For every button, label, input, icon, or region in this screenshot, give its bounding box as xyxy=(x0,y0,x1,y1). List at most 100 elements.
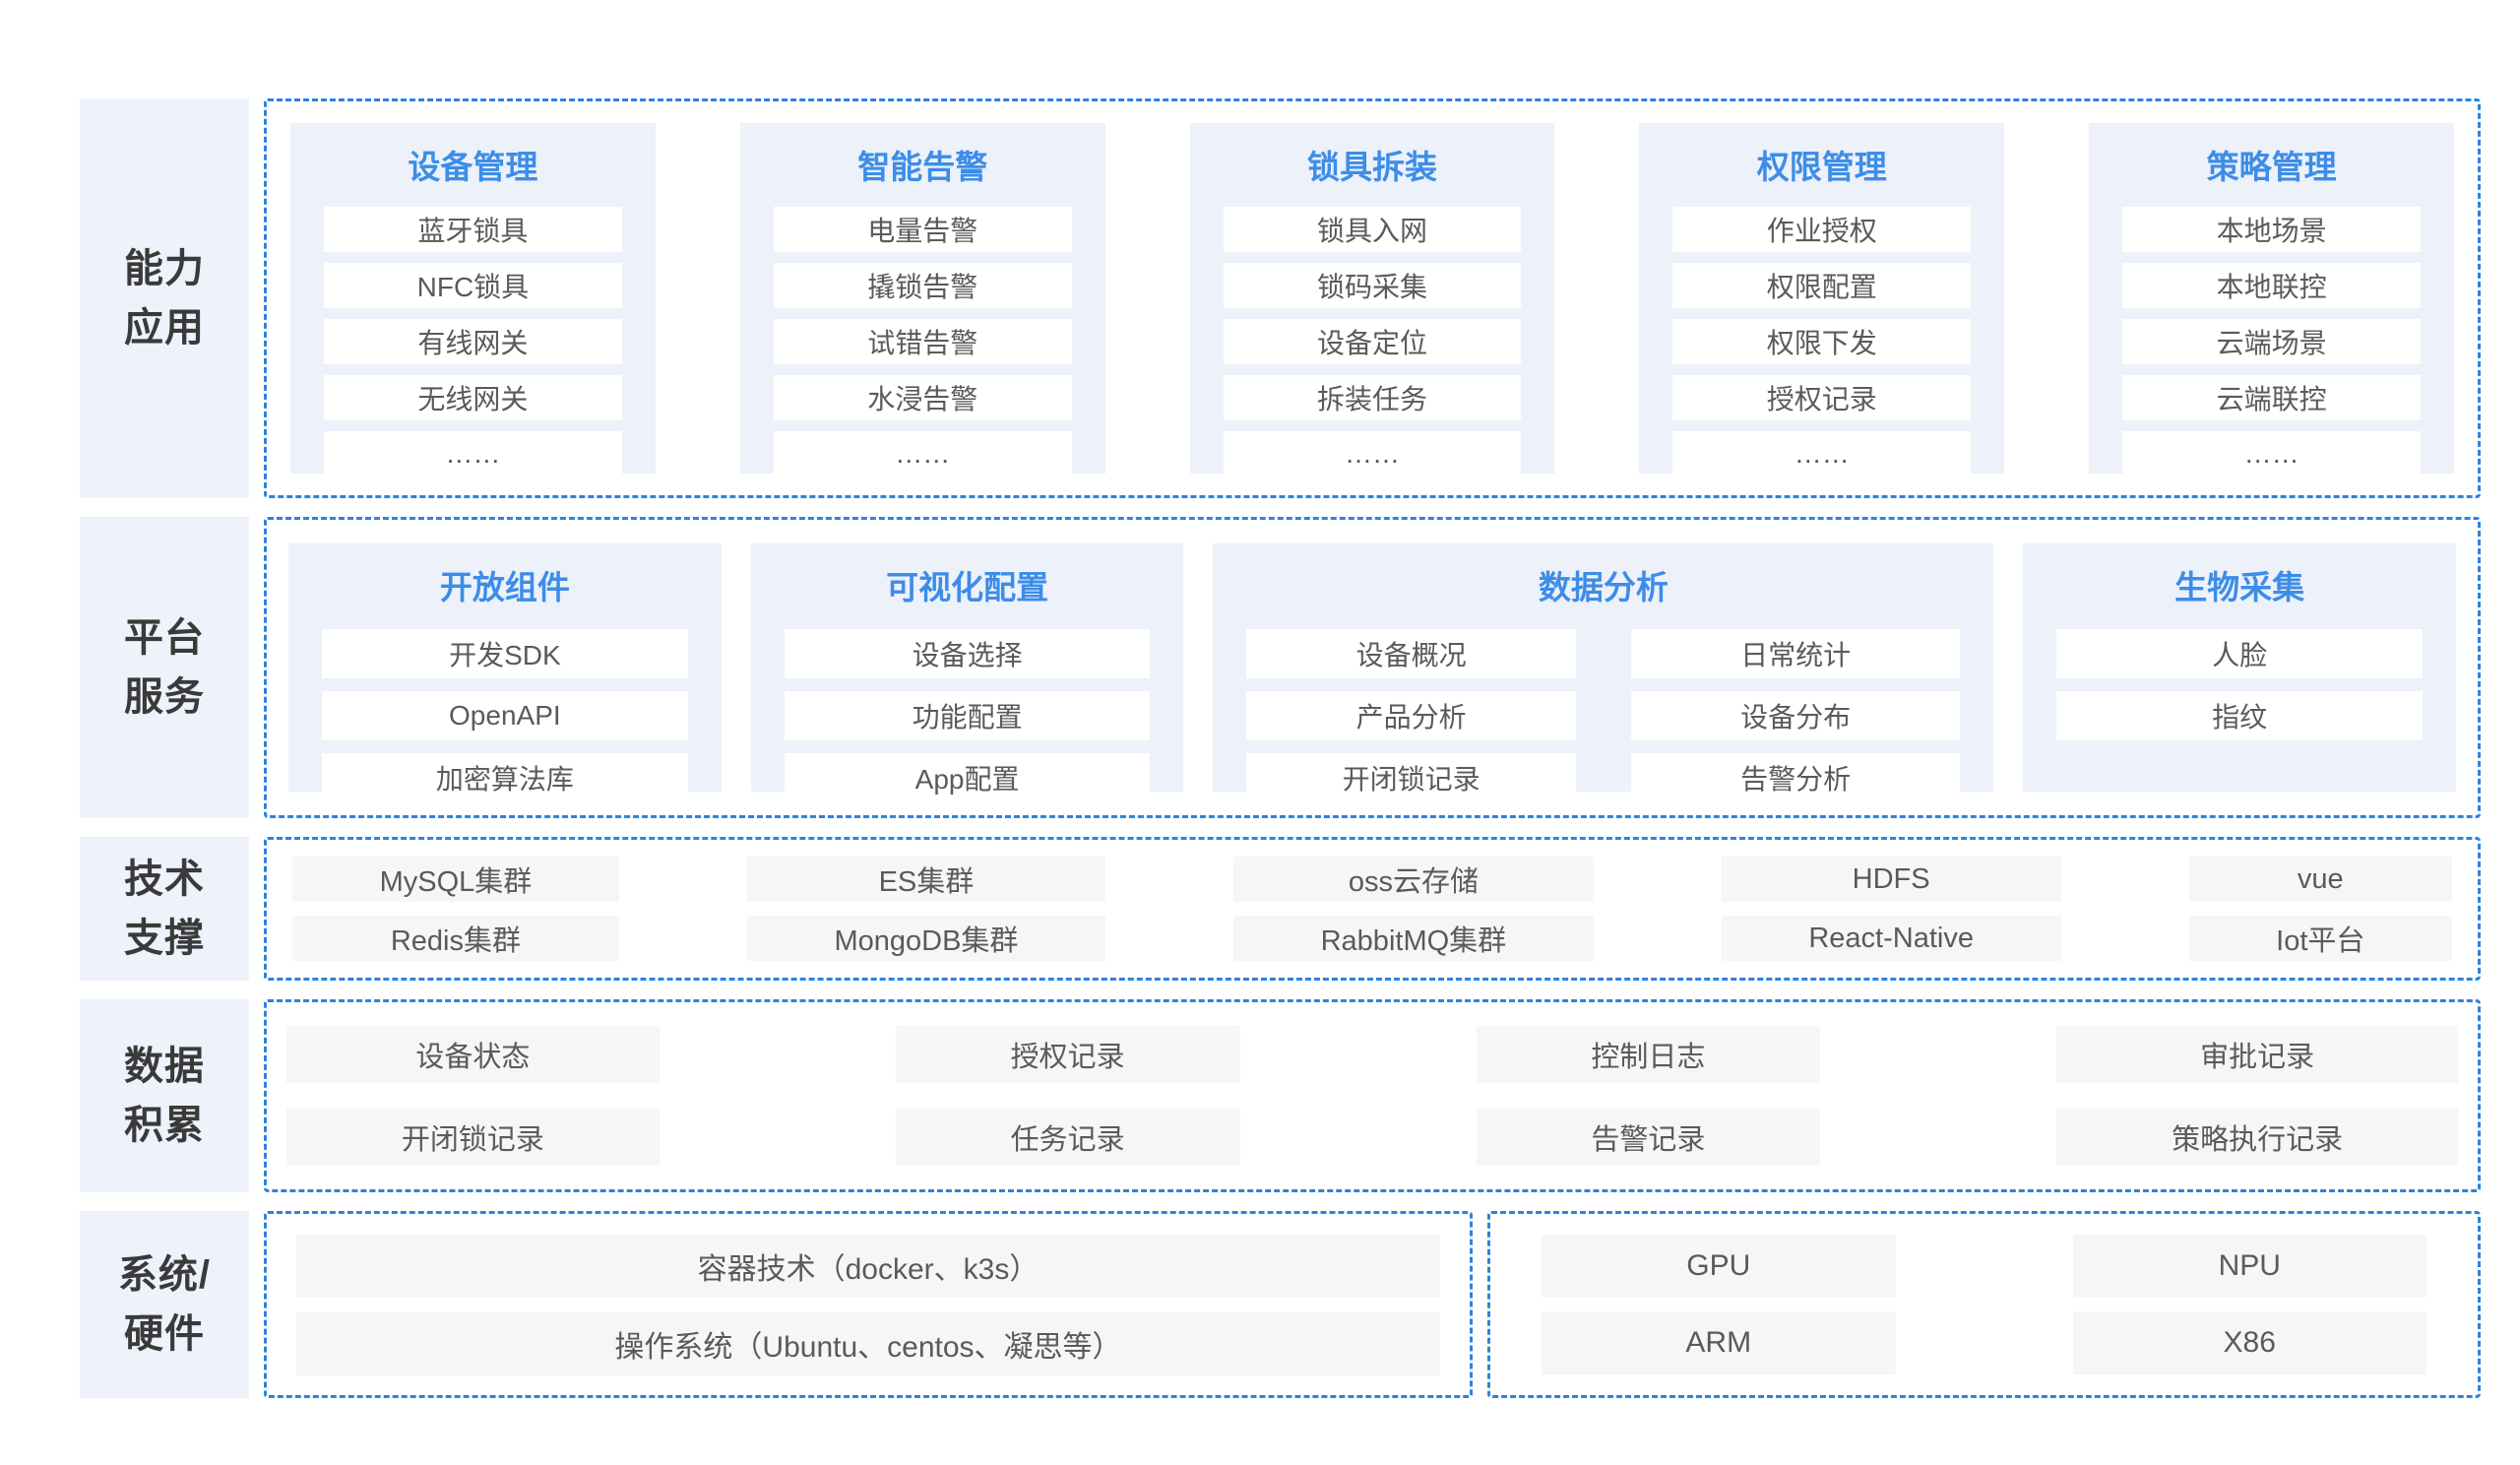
dashed-container-data-accumulation: 设备状态开闭锁记录授权记录任务记录控制日志告警记录审批记录策略执行记录 xyxy=(264,999,2481,1192)
item-pill: 设备状态 xyxy=(286,1026,660,1083)
layer-label-tech-support: 技术支撑 xyxy=(80,837,249,981)
item-pill: 拆装任务 xyxy=(1223,375,1522,420)
group-card: 生物采集人脸指纹 xyxy=(2023,543,2456,792)
item-pill: 锁码采集 xyxy=(1223,263,1522,308)
item-pill: oss云存储 xyxy=(1233,857,1594,902)
item-pill: HDFS xyxy=(1721,857,2061,902)
item-pill: OpenAPI xyxy=(322,691,688,740)
item-pill: …… xyxy=(773,431,1072,477)
group-card: 数据分析设备概况日常统计产品分析设备分布开闭锁记录告警分析 xyxy=(1213,543,1994,802)
item-pill: RabbitMQ集群 xyxy=(1233,916,1594,961)
item-pill: 容器技术（docker、k3s） xyxy=(296,1234,1440,1298)
layer-label-platform: 平台服务 xyxy=(80,517,249,818)
item-pill: 锁具入网 xyxy=(1223,207,1522,252)
item-pill: React-Native xyxy=(1721,916,2061,961)
item-pill: 本地联控 xyxy=(2122,263,2421,308)
layer-label-line: 服务 xyxy=(124,675,205,719)
layer-label-capability: 能力应用 xyxy=(80,98,249,498)
item-pill: 策略执行记录 xyxy=(2056,1109,2458,1166)
item-pill: 操作系统（Ubuntu、centos、凝思等） xyxy=(296,1311,1440,1375)
layer-label-line: 数据 xyxy=(124,1045,205,1088)
grid-wrap: 设备状态开闭锁记录授权记录任务记录控制日志告警记录审批记录策略执行记录 xyxy=(267,1002,2478,1189)
layer-content-system-hardware: 容器技术（docker、k3s） 操作系统（Ubuntu、centos、凝思等） G… xyxy=(264,1211,2481,1398)
item-pill: 设备定位 xyxy=(1223,319,1522,364)
item-pill: 告警分析 xyxy=(1630,753,1961,802)
item-pill: 授权记录 xyxy=(1672,375,1972,420)
item-pill: …… xyxy=(2122,431,2421,477)
item-pill: 功能配置 xyxy=(784,691,1151,740)
layer-label-line: 应用 xyxy=(124,306,205,350)
item-pill: 权限下发 xyxy=(1672,319,1972,364)
layer-label-line: 积累 xyxy=(124,1104,205,1147)
layer-label-line: 系统/ xyxy=(117,1253,212,1297)
item-pill: 人脸 xyxy=(2056,629,2423,678)
item-pill: ARM xyxy=(1542,1311,1896,1374)
item-pill: 设备概况 xyxy=(1246,629,1576,678)
item-pill: 审批记录 xyxy=(2056,1026,2458,1083)
group-title: 智能告警 xyxy=(857,149,988,185)
dashed-container-software: 容器技术（docker、k3s） 操作系统（Ubuntu、centos、凝思等） xyxy=(264,1211,1473,1398)
item-pill: 授权记录 xyxy=(895,1026,1240,1083)
group-title: 设备管理 xyxy=(408,149,538,185)
item-pill: 开发SDK xyxy=(322,629,688,678)
item-pill: vue xyxy=(2188,857,2452,902)
item-pill: 本地场景 xyxy=(2122,207,2421,252)
item-pill: 开闭锁记录 xyxy=(286,1109,660,1166)
item-pill: 无线网关 xyxy=(324,375,622,420)
group-title: 数据分析 xyxy=(1538,569,1669,605)
item-pill: 控制日志 xyxy=(1476,1026,1821,1083)
layer-label-data-accumulation: 数据积累 xyxy=(80,999,249,1192)
item-pill: 加密算法库 xyxy=(322,753,688,802)
group-title: 生物采集 xyxy=(2174,569,2305,605)
item-pill: MySQL集群 xyxy=(292,857,619,902)
item-pill: 作业授权 xyxy=(1672,207,1972,252)
item-pill: X86 xyxy=(2072,1311,2426,1374)
layer-label-line: 技术 xyxy=(124,858,205,901)
item-pill: 撬锁告警 xyxy=(773,263,1072,308)
item-pill: 权限配置 xyxy=(1672,263,1972,308)
layer-label-system-hardware: 系统/硬件 xyxy=(80,1211,249,1398)
group-title: 开放组件 xyxy=(439,569,570,605)
group-card: 策略管理本地场景本地联控云端场景云端联控…… xyxy=(2089,123,2454,477)
item-pill: 电量告警 xyxy=(773,207,1072,252)
group-title: 锁具拆装 xyxy=(1306,149,1437,185)
item-pill: 设备分布 xyxy=(1630,691,1961,740)
item-pill: 蓝牙锁具 xyxy=(324,207,622,252)
layer-label-line: 平台 xyxy=(124,616,205,660)
item-pill: Redis集群 xyxy=(292,916,619,961)
item-pill: 云端联控 xyxy=(2122,375,2421,420)
group-card: 锁具拆装锁具入网锁码采集设备定位拆装任务 …… xyxy=(1189,123,1555,477)
item-pill: GPU xyxy=(1542,1235,1896,1298)
item-pill: Iot平台 xyxy=(2188,916,2452,961)
item-pill: App配置 xyxy=(784,753,1151,802)
item-pill: 云端场景 xyxy=(2122,319,2421,364)
item-pill: …… xyxy=(1672,431,1972,477)
item-pill: 告警记录 xyxy=(1476,1109,1821,1166)
item-pill: 指纹 xyxy=(2056,691,2423,740)
item-pill: 开闭锁记录 xyxy=(1246,753,1576,802)
group-title: 可视化配置 xyxy=(886,569,1049,605)
item-pill: 产品分析 xyxy=(1246,691,1576,740)
item-pill: 有线网关 xyxy=(324,319,622,364)
layer-label-line: 支撑 xyxy=(124,917,205,960)
item-pill: NFC锁具 xyxy=(324,263,622,308)
item-pill: …… xyxy=(1223,431,1522,477)
group-card: 开放组件开发SDK OpenAPI 加密算法库 xyxy=(288,543,722,802)
layer-label-line: 能力 xyxy=(124,247,205,290)
item-pill: MongoDB集群 xyxy=(746,916,1106,961)
layer-row-data-accumulation: 数据积累设备状态开闭锁记录授权记录任务记录控制日志告警记录审批记录策略执行记录 xyxy=(80,999,2481,1192)
